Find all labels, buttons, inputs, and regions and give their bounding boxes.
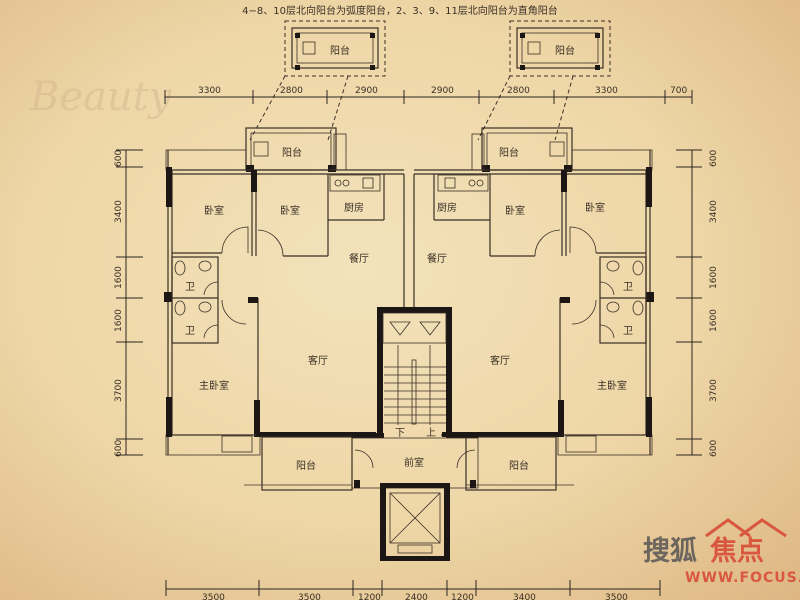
left-dim-4: 1600 bbox=[114, 309, 124, 332]
room-kitchen-right: 厨房 bbox=[437, 201, 457, 214]
left-dim-2: 3400 bbox=[114, 200, 124, 223]
bottom-dim-6: 3400 bbox=[513, 593, 536, 600]
bottom-dim-5: 1200 bbox=[451, 593, 474, 600]
decorative-script-text: Beauty bbox=[29, 74, 173, 120]
room-bedroom-right-1: 卧室 bbox=[505, 204, 525, 217]
stair-up-label: 上 bbox=[426, 427, 436, 439]
watermark-brand-gray: 搜狐 bbox=[643, 536, 697, 567]
left-dim-6: 600 bbox=[114, 440, 124, 457]
room-living-right: 客厅 bbox=[490, 354, 510, 367]
room-dining-left: 餐厅 bbox=[349, 252, 369, 265]
right-dim-5: 3700 bbox=[709, 379, 719, 402]
left-dim-1: 600 bbox=[114, 150, 124, 167]
room-bedroom-left-2: 卧室 bbox=[280, 204, 300, 217]
room-master-bedroom-left: 主卧室 bbox=[199, 379, 229, 392]
inset-balcony-right bbox=[477, 20, 611, 141]
inset-balcony-left bbox=[249, 20, 386, 141]
right-dim-labels: 600 3400 1600 1600 3700 600 bbox=[709, 150, 719, 457]
plan-caption: 4−8、10层北向阳台为弧度阳台，2、3、9、11层北向阳台为直角阳台 bbox=[242, 4, 558, 17]
top-dim-1: 3300 bbox=[198, 86, 221, 96]
bottom-dim-4: 2400 bbox=[405, 593, 428, 600]
room-kitchen-left: 厨房 bbox=[344, 201, 364, 214]
room-bath-right-1: 卫 bbox=[623, 282, 633, 293]
top-dim-3: 2900 bbox=[355, 86, 378, 96]
right-dim-3: 1600 bbox=[709, 266, 719, 289]
room-bedroom-left-1: 卧室 bbox=[204, 204, 224, 217]
bottom-dim-1: 3500 bbox=[202, 593, 225, 600]
room-dining-right: 餐厅 bbox=[427, 252, 447, 265]
room-balcony-north-right: 阳台 bbox=[499, 146, 519, 159]
right-dim-1: 600 bbox=[709, 150, 719, 167]
room-bath-left-1: 卫 bbox=[185, 282, 195, 293]
right-dim-6: 600 bbox=[709, 440, 719, 457]
left-dimension-line bbox=[116, 149, 143, 456]
room-balcony-south-right: 阳台 bbox=[509, 459, 529, 472]
top-dim-2: 2800 bbox=[280, 86, 303, 96]
top-dim-5: 2800 bbox=[507, 86, 530, 96]
top-dim-7: 700 bbox=[670, 86, 687, 96]
watermark-url: WWW.FOCUS.CN bbox=[685, 570, 800, 586]
room-bath-right-2: 卫 bbox=[623, 326, 633, 337]
room-bath-left-2: 卫 bbox=[185, 326, 195, 337]
bottom-dim-3: 1200 bbox=[358, 593, 381, 600]
watermark-brand-red: 焦点 bbox=[710, 535, 764, 567]
inset-label-right: 阳台 bbox=[555, 44, 575, 57]
left-dim-5: 3700 bbox=[114, 379, 124, 402]
room-bedroom-right-2: 卧室 bbox=[585, 201, 605, 214]
room-balcony-south-left: 阳台 bbox=[296, 459, 316, 472]
elevator bbox=[380, 483, 450, 561]
left-dim-labels: 600 3400 1600 1600 3700 600 bbox=[114, 150, 124, 457]
bottom-dimension-line bbox=[165, 580, 661, 596]
room-balcony-north-left: 阳台 bbox=[282, 146, 302, 159]
inset-label-left: 阳台 bbox=[330, 44, 350, 57]
right-dim-4: 1600 bbox=[709, 309, 719, 332]
room-master-bedroom-right: 主卧室 bbox=[597, 379, 627, 392]
room-lobby: 前室 bbox=[404, 456, 424, 469]
top-dim-6: 3300 bbox=[595, 86, 618, 96]
right-dimension-line bbox=[676, 149, 702, 456]
top-dim-4: 2900 bbox=[431, 86, 454, 96]
room-living-left: 客厅 bbox=[308, 354, 328, 367]
stair-down-label: 下 bbox=[395, 428, 405, 439]
house-roof-icon bbox=[705, 518, 787, 538]
bottom-dim-7: 3500 bbox=[605, 593, 628, 600]
focus-watermark-logo: 搜狐 焦点 WWW.FOCUS.CN bbox=[643, 518, 800, 586]
bottom-dim-2: 3500 bbox=[298, 593, 321, 600]
right-dim-2: 3400 bbox=[709, 200, 719, 223]
top-dimension-line bbox=[164, 90, 693, 104]
left-dim-3: 1600 bbox=[114, 266, 124, 289]
